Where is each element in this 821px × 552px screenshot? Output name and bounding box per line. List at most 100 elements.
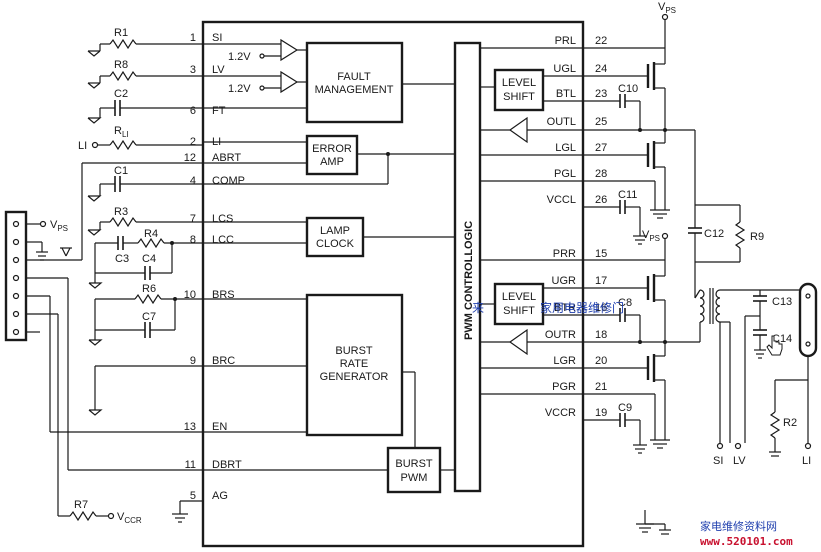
label-li-left: LI: [78, 140, 87, 152]
svg-text:27: 27: [595, 142, 607, 154]
terminal-vps-top: [661, 13, 669, 21]
svg-text:COMP: COMP: [212, 175, 245, 187]
label-r1: R1: [114, 27, 128, 39]
hand-cursor-icon: [766, 335, 783, 356]
lamp-clock-label-2: CLOCK: [316, 238, 355, 250]
svg-text:12: 12: [184, 152, 196, 164]
label-r7: R7: [74, 499, 88, 511]
label-vccr: VCCR: [117, 511, 142, 525]
label-c10: C10: [618, 83, 638, 95]
label-rli: RLI: [114, 125, 129, 139]
left-grounds: [87, 44, 103, 416]
svg-text:LGR: LGR: [553, 355, 576, 367]
svg-text:BRS: BRS: [212, 289, 235, 301]
burst-rate-label-3: GENERATOR: [320, 371, 389, 383]
svg-text:13: 13: [184, 421, 196, 433]
svg-text:6: 6: [190, 105, 196, 117]
resistor-r6: [134, 293, 162, 305]
svg-text:21: 21: [595, 381, 607, 393]
label-si-bottom: SI: [713, 455, 723, 467]
fault-management-label-1: FAULT: [337, 71, 371, 83]
connector-left: [4, 210, 28, 342]
svg-text:BTR: BTR: [554, 302, 576, 314]
ref-1v2-b: 1.2V: [228, 83, 251, 95]
svg-text:2: 2: [190, 136, 196, 148]
terminal-lv-bottom: [734, 442, 742, 450]
level-shift-left-label-1: LEVEL: [502, 77, 536, 89]
resistor-rli: [109, 139, 137, 151]
resistor-r9: [734, 221, 746, 249]
svg-text:LI: LI: [212, 136, 221, 148]
terminal-li-left: [91, 141, 99, 149]
label-c3: C3: [115, 253, 129, 265]
svg-text:15: 15: [595, 248, 607, 260]
svg-text:23: 23: [595, 88, 607, 100]
error-amp-label-2: AMP: [320, 156, 344, 168]
svg-text:LCS: LCS: [212, 213, 233, 225]
svg-text:28: 28: [595, 168, 607, 180]
level-shift-right-label-1: LEVEL: [502, 291, 536, 303]
burst-pwm-label-1: BURST: [395, 458, 433, 470]
error-amp-block: [305, 134, 359, 176]
label-c7: C7: [142, 311, 156, 323]
buffer-outl: [508, 116, 528, 144]
right-pin-labels: PRL 22 UGL 24 BTL 23 OUTL 25 LGL 27 PGL …: [545, 35, 607, 419]
svg-text:5: 5: [190, 490, 196, 502]
svg-text:VCCR: VCCR: [545, 407, 576, 419]
svg-text:24: 24: [595, 63, 607, 75]
resistor-r7: [69, 510, 97, 522]
svg-text:FT: FT: [212, 105, 226, 117]
label-lv-bottom: LV: [733, 455, 746, 467]
svg-text:19: 19: [595, 407, 607, 419]
label-c9: C9: [618, 402, 632, 414]
watermark-footer-url: www.520101.com: [700, 535, 793, 548]
svg-text:4: 4: [190, 175, 196, 187]
label-r8: R8: [114, 59, 128, 71]
ref-1v2-a: 1.2V: [228, 51, 251, 63]
svg-text:DBRT: DBRT: [212, 459, 242, 471]
label-vps-top: VPS: [658, 1, 676, 15]
svg-text:SI: SI: [212, 32, 222, 44]
svg-text:20: 20: [595, 355, 607, 367]
svg-text:BTL: BTL: [556, 88, 576, 100]
svg-text:LCC: LCC: [212, 234, 234, 246]
svg-text:LGL: LGL: [555, 142, 576, 154]
fault-management-block: [305, 41, 404, 124]
svg-text:8: 8: [190, 234, 196, 246]
resistor-r4: [137, 237, 165, 249]
svg-text:10: 10: [184, 289, 196, 301]
resistor-r8: [109, 70, 137, 82]
watermark-overlay-prefix: 来: [472, 301, 484, 315]
svg-text:PGR: PGR: [552, 381, 576, 393]
label-r6: R6: [142, 283, 156, 295]
watermark-overlay: 家用电器维修门: [540, 300, 624, 315]
svg-text:UGL: UGL: [553, 63, 576, 75]
svg-text:PGL: PGL: [554, 168, 576, 180]
lamp: [798, 282, 818, 358]
ic-package: [201, 20, 585, 548]
svg-text:9: 9: [190, 355, 196, 367]
svg-text:VCCL: VCCL: [547, 194, 576, 206]
level-shift-right-block: [493, 282, 545, 326]
level-shift-left-label-2: SHIFT: [503, 91, 535, 103]
transformer: [694, 288, 760, 342]
level-shift-left-block: [493, 68, 545, 112]
burst-pwm-block: [386, 446, 442, 494]
pwm-control-logic-block: [453, 41, 482, 493]
burst-rate-label-2: RATE: [340, 358, 369, 370]
label-r4: R4: [144, 228, 158, 240]
label-c4: C4: [142, 253, 156, 265]
comparator-lv: [280, 70, 299, 94]
terminal-vccr: [107, 512, 115, 520]
svg-text:17: 17: [595, 275, 607, 287]
burst-rate-label-1: BURST: [335, 345, 373, 357]
svg-text:AG: AG: [212, 490, 228, 502]
svg-text:PRL: PRL: [555, 35, 576, 47]
lamp-clock-block: [305, 216, 365, 258]
error-amp-label-1: ERROR: [312, 143, 352, 155]
label-r9: R9: [750, 231, 764, 243]
svg-text:UGR: UGR: [552, 275, 577, 287]
label-r2: R2: [783, 417, 797, 429]
label-c13: C13: [772, 296, 792, 308]
svg-text:EN: EN: [212, 421, 227, 433]
